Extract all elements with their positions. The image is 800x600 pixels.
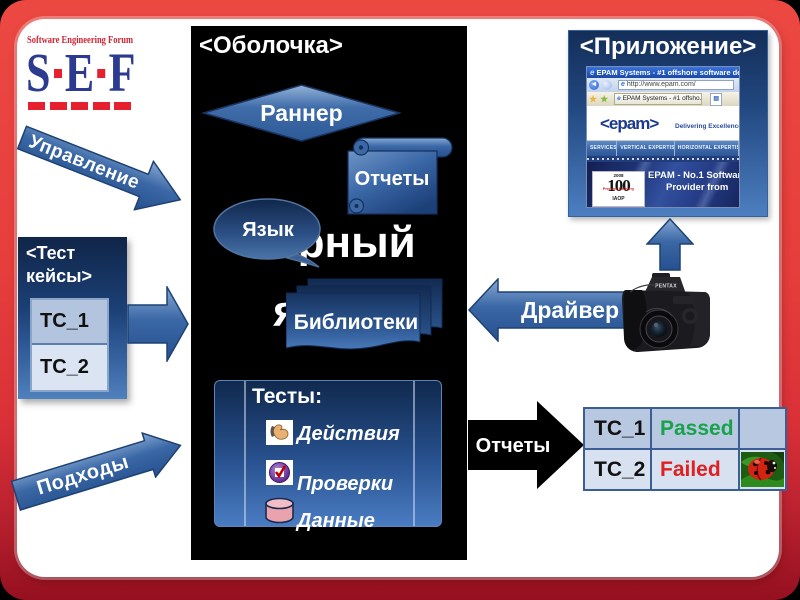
reports-scroll [346, 137, 454, 221]
camera-image: PENTAX [618, 272, 712, 369]
browser-back-button[interactable]: ◄ [589, 80, 599, 90]
approaches-arrow: Подходы [8, 422, 188, 519]
award-number: 100 [607, 176, 631, 195]
browser-address-bar: ◄ e http://www.epam.com/ [587, 78, 739, 92]
sef-logo-subtitle: Software Engineering Forum [27, 35, 134, 46]
url-text: http://www.epam.com/ [626, 81, 696, 88]
sef-dot-icon [53, 68, 62, 78]
ie-icon: e [590, 68, 595, 77]
nav-item-services[interactable]: SERVICES [587, 141, 618, 156]
tests-item-data: Данные [297, 510, 375, 532]
testcase-cell-tc1: TC_1 [32, 300, 107, 345]
result-status-failed: Failed [652, 450, 740, 489]
award-overlay: Premier Delivery [602, 186, 635, 191]
svg-text:PENTAX: PENTAX [655, 284, 677, 290]
browser-tab[interactable]: e EPAM Systems - #1 offsho... [614, 93, 703, 105]
application-title: <Приложение> [579, 33, 757, 60]
tests-box-line [244, 381, 246, 526]
sef-logo-dashes [28, 97, 140, 110]
award-year: 2008 [613, 173, 624, 178]
sef-letter-s: S [26, 42, 51, 103]
award-logo: 2008 100 Premier Delivery IAOP [592, 171, 645, 207]
banner-text: EPAM - No.1 Software P Provider from [648, 170, 739, 194]
sef-letter-f: F [108, 42, 136, 103]
database-icon [264, 497, 295, 529]
sef-letter-e: E [64, 42, 95, 103]
testcase-cell-tc2: TC_2 [32, 345, 107, 390]
libraries-stack [285, 278, 450, 367]
tab-text: EPAM Systems - #1 offsho... [622, 95, 703, 102]
app-up-arrow [645, 217, 695, 276]
banner-text-line1: EPAM - No.1 Software P [648, 170, 739, 181]
result-extra [740, 409, 785, 448]
epam-logo: <epam> [600, 114, 659, 133]
nav-item-horizontal[interactable]: HORIZONTAL EXPERTISE [675, 141, 739, 156]
language-callout [213, 198, 327, 275]
epam-tagline: Delivering Excellence [675, 123, 740, 130]
browser-title-text: EPAM Systems - #1 offshore software deve… [596, 68, 739, 77]
browser-page-subnav [587, 156, 739, 162]
driver-arrow-label: Драйвер [520, 297, 620, 323]
browser-forward-button[interactable] [602, 80, 612, 90]
tests-item-actions: Действия [297, 423, 400, 445]
tests-box-line [413, 381, 415, 526]
result-id: TC_1 [585, 409, 652, 448]
results-table: TC_1 Passed TC_2 Failed [583, 407, 787, 491]
sef-dash [114, 102, 131, 110]
testcases-title: <Тест кейсы> [26, 242, 92, 288]
browser-tab-bar: ★ ★ e EPAM Systems - #1 offsho... ▤ [587, 92, 739, 106]
page-icon[interactable]: ▤ [710, 93, 723, 106]
result-extra [740, 450, 785, 489]
browser-url-field[interactable]: e http://www.epam.com/ [618, 80, 734, 90]
libraries-label: Библиотеки [293, 311, 419, 334]
sef-dash [71, 102, 88, 110]
favorites-star-icon[interactable]: ★ [589, 94, 598, 104]
reports-arrow [467, 400, 585, 495]
tests-title: Тесты: [252, 385, 323, 408]
award-org: IAOP [612, 196, 625, 202]
hand-icon [266, 420, 293, 450]
results-row-tc1: TC_1 Passed [585, 409, 785, 450]
browser-page-nav: SERVICES VERTICAL EXPERTISE HORIZONTAL E… [587, 141, 739, 156]
ie-icon: e [617, 95, 621, 102]
ie-icon: e [621, 81, 625, 88]
testcases-table: TC_1 TC_2 [30, 298, 109, 392]
tests-item-checks: Проверки [297, 473, 394, 495]
testcases-to-shell-arrow [127, 284, 190, 367]
runner-label: Раннер [260, 100, 343, 126]
banner-streak [682, 162, 739, 207]
ladybug-image [741, 452, 784, 487]
tests-box [214, 380, 442, 527]
browser-page-banner: 2008 100 Premier Delivery IAOP EPAM - No… [587, 162, 739, 207]
testcases-title-line1: <Тест [26, 243, 76, 263]
sef-dot-icon [97, 68, 106, 78]
sef-dash [28, 102, 45, 110]
reports-scroll-label: Отчеты [354, 168, 430, 190]
nav-item-vertical[interactable]: VERTICAL EXPERTISE [617, 141, 675, 156]
reports-arrow-label: Отчеты [475, 435, 551, 457]
browser-page-content: <epam> Delivering Excellence [587, 106, 739, 141]
result-status-passed: Passed [652, 409, 740, 448]
language-label: Язык [242, 219, 294, 241]
add-favorite-star-icon[interactable]: ★ [600, 94, 609, 104]
runner-diamond [200, 84, 403, 147]
testcases-title-line2: кейсы> [26, 266, 92, 286]
control-arrow: Управление [11, 112, 191, 225]
sef-dash [49, 102, 67, 110]
check-icon [266, 460, 293, 490]
sef-dash [92, 102, 110, 110]
result-id: TC_2 [585, 450, 652, 489]
results-row-tc2: TC_2 Failed [585, 450, 785, 489]
shell-title: <Оболочка> [199, 32, 343, 59]
banner-text-line2: Provider from [666, 182, 729, 193]
